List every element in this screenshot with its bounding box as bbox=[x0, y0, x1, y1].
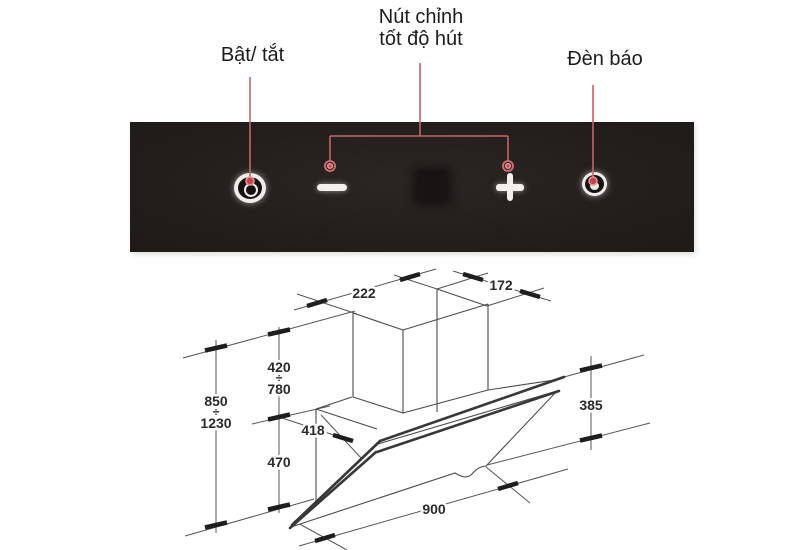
lamp-inner-dot bbox=[590, 182, 599, 190]
plus-v-bar bbox=[506, 173, 514, 201]
dimension-ticks bbox=[204, 271, 603, 544]
glass-edge-band bbox=[288, 375, 566, 530]
label-power-switch: Bật/ tắt bbox=[220, 44, 285, 66]
dim-780: 780 bbox=[267, 381, 291, 397]
upper-duct-top-edge bbox=[436, 288, 488, 307]
dim-420: 420 bbox=[267, 359, 291, 375]
dim-470: 470 bbox=[267, 454, 291, 470]
control-panel-photo bbox=[130, 122, 694, 252]
plus-icon bbox=[496, 173, 524, 201]
label-speed-line2: tốt độ hút bbox=[379, 28, 463, 50]
dim-850: 850 bbox=[204, 393, 228, 409]
label-speed-line1: Nút chỉnh bbox=[378, 6, 464, 28]
label-indicator-light: Đèn báo bbox=[567, 48, 643, 70]
dim-172: 172 bbox=[489, 277, 513, 293]
leader-indicator bbox=[588, 85, 598, 186]
display-window bbox=[417, 171, 447, 201]
dim-222: 222 bbox=[352, 285, 376, 301]
dim-divider-1: ÷ bbox=[276, 371, 283, 385]
dim-900: 900 bbox=[422, 501, 446, 517]
dim-418: 418 bbox=[301, 422, 325, 438]
leader-power bbox=[245, 77, 255, 186]
leader-speed bbox=[324, 63, 514, 172]
minus-icon bbox=[317, 184, 347, 191]
glass-panel bbox=[290, 389, 559, 528]
hood-outline bbox=[288, 288, 566, 530]
dimension-labels: 222 172 420 ÷ 780 850 ÷ 1230 418 470 385… bbox=[198, 275, 605, 520]
dim-divider-2: ÷ bbox=[213, 405, 220, 419]
dim-385: 385 bbox=[579, 397, 603, 413]
dim-1230: 1230 bbox=[200, 415, 231, 431]
